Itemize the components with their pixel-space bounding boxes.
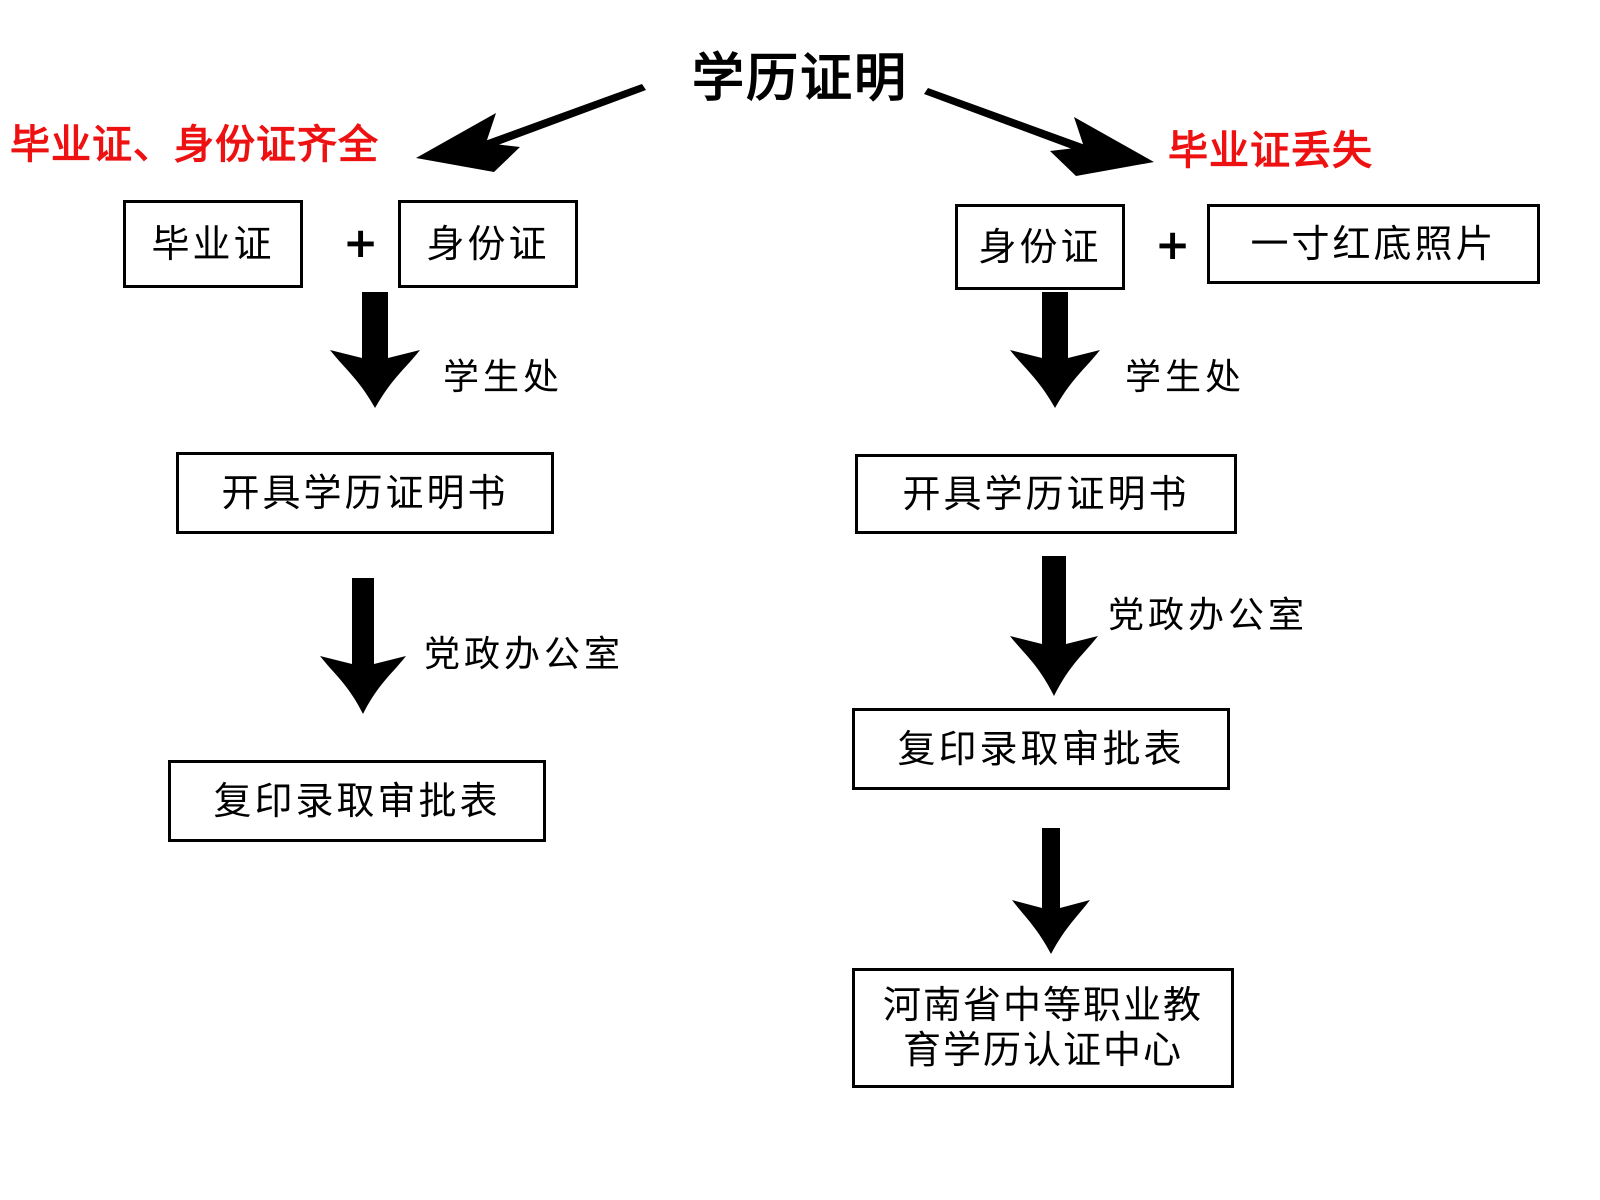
box-right-input-1: 身份证 xyxy=(955,204,1125,290)
box-left-input-2: 身份证 xyxy=(398,200,578,288)
branch-arrow-left xyxy=(398,84,648,176)
branch-label-right: 毕业证丢失 xyxy=(1168,127,1373,174)
box-right-step-2: 复印录取审批表 xyxy=(852,708,1230,790)
arrow-right-step-1 xyxy=(1000,292,1110,410)
box-right-input-2: 一寸红底照片 xyxy=(1207,204,1540,284)
arrow-label-left-step-1: 学生处 xyxy=(443,357,564,398)
plus-sign-left: + xyxy=(343,218,379,267)
arrow-label-left-step-2: 党政办公室 xyxy=(424,634,625,675)
arrow-right-step-3 xyxy=(1008,828,1098,956)
arrow-label-right-step-1: 学生处 xyxy=(1125,357,1246,398)
box-left-input-1: 毕业证 xyxy=(123,200,303,288)
box-left-step-1: 开具学历证明书 xyxy=(176,452,554,534)
arrow-left-step-1 xyxy=(320,292,430,410)
box-right-step-1: 开具学历证明书 xyxy=(855,454,1237,534)
arrow-right-step-2 xyxy=(998,556,1108,698)
branch-label-left: 毕业证、身份证齐全 xyxy=(10,121,379,168)
arrow-label-right-step-2: 党政办公室 xyxy=(1108,595,1309,636)
arrow-left-step-2 xyxy=(308,578,418,716)
plus-sign-right: + xyxy=(1155,220,1191,269)
page-title: 学历证明 xyxy=(691,49,908,109)
branch-arrow-right xyxy=(922,88,1172,180)
box-right-step-3-line-2: 育学历认证中心 xyxy=(902,1028,1183,1072)
box-right-step-3: 河南省中等职业教 育学历认证中心 xyxy=(852,968,1234,1088)
box-right-step-3-line-1: 河南省中等职业教 xyxy=(882,983,1203,1028)
box-left-step-2: 复印录取审批表 xyxy=(168,760,546,842)
